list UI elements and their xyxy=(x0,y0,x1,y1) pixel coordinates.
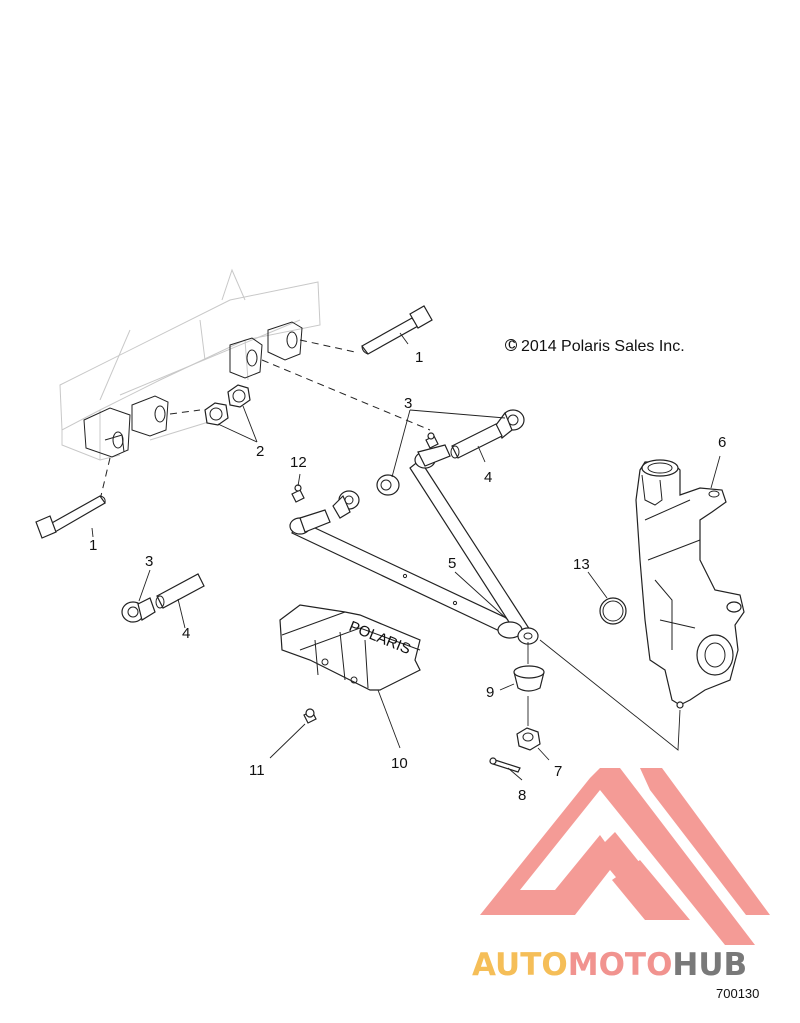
leader-lines xyxy=(91,332,721,781)
callout-boot: 9 xyxy=(486,684,494,701)
boot xyxy=(513,665,545,692)
bolt-lower xyxy=(35,495,106,539)
alignment-lines xyxy=(99,339,431,501)
callout-a-arm: 5 xyxy=(448,555,456,572)
guard-bolt xyxy=(303,708,317,724)
callout-knuckle: 6 xyxy=(718,434,726,451)
callout-grease-fitting: 12 xyxy=(290,454,307,471)
callout-guard: 10 xyxy=(391,755,408,772)
knuckle xyxy=(635,459,745,709)
callout-bushing-lower: 3 xyxy=(145,553,153,570)
callout-bolt-upper: 1 xyxy=(415,349,423,366)
callout-sleeve-lower: 4 xyxy=(182,625,190,642)
nuts xyxy=(204,384,251,426)
callout-bushing-upper: 3 xyxy=(404,395,412,412)
bushings xyxy=(121,409,525,623)
frame-brackets xyxy=(83,321,303,458)
watermark-text-auto: AUTO xyxy=(472,947,568,983)
retaining-ring xyxy=(599,597,627,625)
callout-retaining-ring: 13 xyxy=(573,556,590,573)
callout-sleeve-upper: 4 xyxy=(484,469,492,486)
castle-nut xyxy=(516,727,541,751)
callout-guard-bolt: 11 xyxy=(249,762,265,779)
watermark-text-hub: HUB xyxy=(672,947,747,983)
callouts: 1 1 2 3 3 4 4 5 6 12 13 9 10 11 7 8 xyxy=(89,349,726,804)
watermark-logo: AUTOMOTOHUB xyxy=(472,768,770,983)
figure-number: 700130 xyxy=(716,986,759,1001)
callout-nuts: 2 xyxy=(256,443,264,460)
bolt-upper xyxy=(361,305,433,355)
copyright-symbol-circle xyxy=(505,339,517,351)
cotter-pin xyxy=(489,757,521,773)
watermark-text-moto: MOTO xyxy=(568,947,673,983)
grease-fittings xyxy=(291,432,439,503)
callout-cotter-pin: 8 xyxy=(518,787,526,804)
watermark-triangle-icon xyxy=(480,768,755,945)
callout-castle-nut: 7 xyxy=(554,763,562,780)
frame-outline xyxy=(59,268,321,461)
copyright-text: 2014 Polaris Sales Inc. xyxy=(521,338,685,355)
svg-text:AUTOMOTOHUB: AUTOMOTOHUB xyxy=(472,947,747,983)
copyright-symbol: c xyxy=(508,336,516,353)
sleeves xyxy=(155,423,503,609)
callout-bolt-lower: 1 xyxy=(89,537,97,554)
copyright-notice: c 2014 Polaris Sales Inc. xyxy=(505,336,685,355)
guard: POLARIS xyxy=(279,604,421,691)
